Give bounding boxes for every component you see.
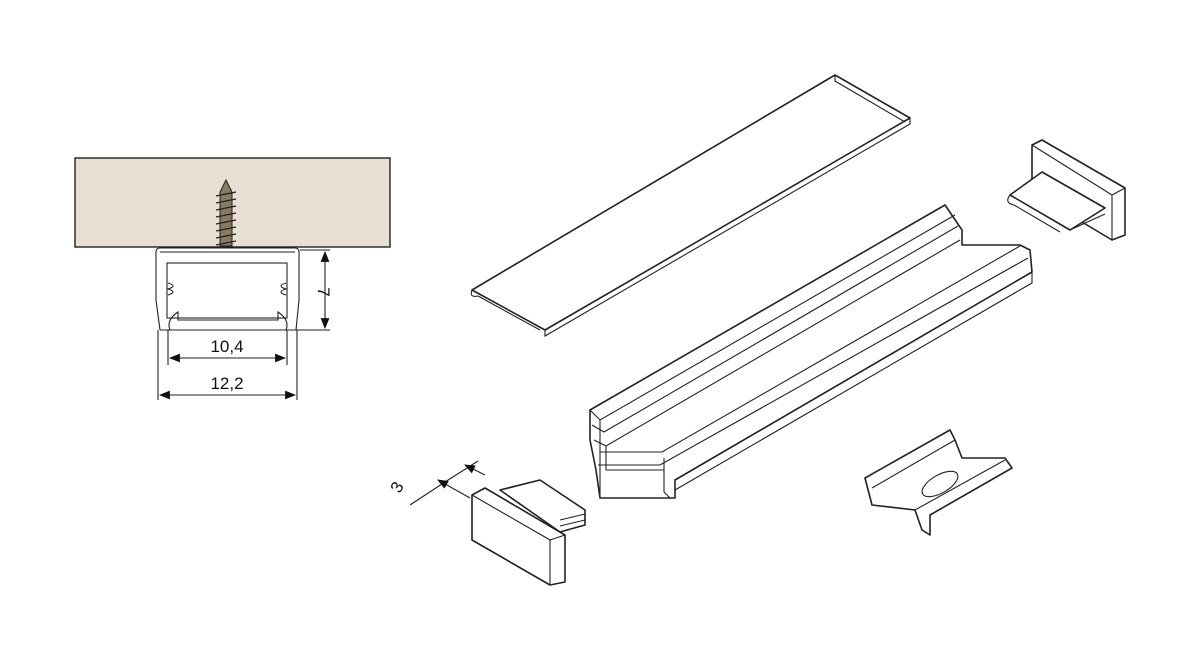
aluminium-profile: [589, 204, 1033, 499]
outer-width-dimension: 12,2: [157, 330, 298, 400]
thickness-label: 3: [387, 478, 408, 496]
outer-width-label: 12,2: [210, 374, 243, 393]
diffuser-cover: [470, 74, 911, 337]
thickness-dimension: 3: [387, 460, 486, 506]
height-label: 7: [314, 287, 333, 296]
end-cap-with-slot: [1007, 139, 1126, 241]
inner-width-dimension: 10,4: [167, 330, 288, 365]
cross-section: 7 10,4 12,2: [74, 157, 391, 400]
end-cap: 3: [387, 460, 586, 586]
screw-icon: [215, 178, 237, 247]
profile-section: [155, 247, 300, 331]
height-dimension: 7: [296, 249, 333, 331]
inner-width-label: 10,4: [210, 337, 243, 356]
mounting-clip: [864, 429, 1013, 536]
